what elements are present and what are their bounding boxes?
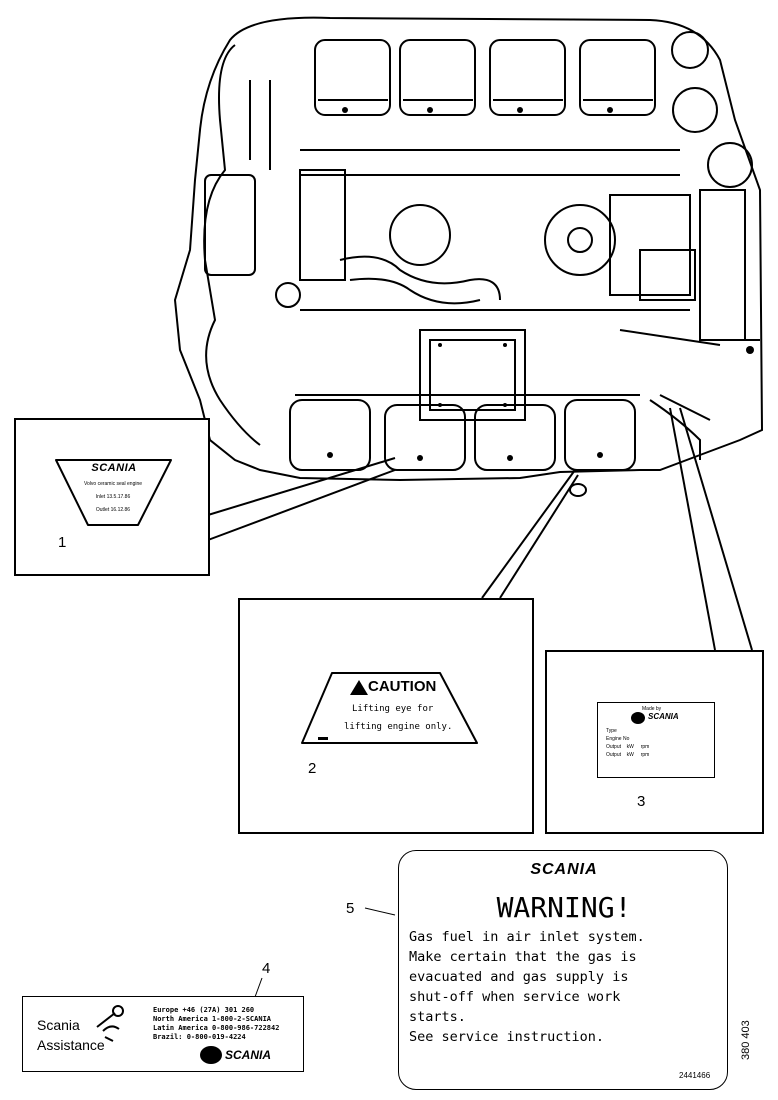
label-3-brand: SCANIA (648, 712, 679, 721)
label-5-line-3: evacuated and gas supply is (409, 969, 629, 985)
label-panel-4: Scania Assistance Europe +46 (27A) 301 2… (22, 996, 304, 1072)
label-3-row-2: Engine No (606, 736, 630, 742)
figure-code: 380 403 (740, 1020, 752, 1060)
callout-2: 2 (308, 760, 317, 777)
label-3-row-4: Output kW rpm (606, 752, 650, 758)
label-4-title-1: Scania (37, 1017, 80, 1033)
label-1-shape (55, 459, 172, 526)
label-4-title-2: Assistance (37, 1037, 105, 1053)
label-1-line-3: Outlet 16.12.86 (95, 507, 131, 513)
label-3-logo-icon (631, 712, 645, 724)
label-4-row-4: Brazil: 0-800-019-4224 (153, 1033, 246, 1041)
label-4-row-3: Latin America 0-800-986-722842 (153, 1024, 280, 1032)
callout-5: 5 (346, 900, 355, 917)
label-3-row-1: Type (606, 728, 617, 734)
callout-1: 1 (58, 534, 67, 551)
label-2-shape (301, 672, 478, 744)
callout-4: 4 (262, 960, 271, 977)
label-2-line-1: Lifting eye for (352, 704, 434, 714)
label-1-line-2: Inlet 13.5.17.86 (95, 494, 131, 500)
label-2-heading: CAUTION (368, 678, 437, 695)
label-5-line-2: Make certain that the gas is (409, 949, 637, 965)
label-5-line-5: starts. (409, 1009, 466, 1025)
label-panel-2: CAUTION Lifting eye for lifting engine o… (238, 598, 534, 834)
label-3-top: Made by (642, 706, 662, 712)
label-5-code: 2441466 (679, 1071, 711, 1080)
label-1-line-1: Volvo ceramic seal engine (83, 481, 143, 487)
label-1-brand: SCANIA (91, 462, 137, 474)
wrench-icon (96, 1005, 124, 1042)
label-5-line-4: shut-off when service work (409, 989, 621, 1005)
label-4-row-1: Europe +46 (27A) 301 260 (153, 1006, 255, 1014)
label-5-brand: SCANIA (530, 861, 598, 878)
label-5-line-6: See service instruction. (409, 1029, 605, 1045)
label-panel-3: Made by SCANIA Type Engine No Output kW … (545, 650, 764, 834)
label-panel-1: SCANIA Volvo ceramic seal engine Inlet 1… (14, 418, 210, 576)
callout-3: 3 (637, 793, 646, 810)
label-3-row-3: Output kW rpm (606, 744, 650, 750)
label-3-plate: Made by SCANIA Type Engine No Output kW … (597, 702, 715, 778)
label-panel-5: SCANIA WARNING! Gas fuel in air inlet sy… (398, 850, 728, 1090)
label-4-row-2: North America 1-800-2-SCANIA (153, 1015, 272, 1023)
scania-logo-icon (200, 1046, 222, 1064)
label-5-line-1: Gas fuel in air inlet system. (409, 929, 645, 945)
label-4-brand: SCANIA (225, 1048, 272, 1062)
label-5-heading: WARNING! (496, 891, 632, 924)
label-2-line-2: lifting engine only. (344, 722, 453, 732)
